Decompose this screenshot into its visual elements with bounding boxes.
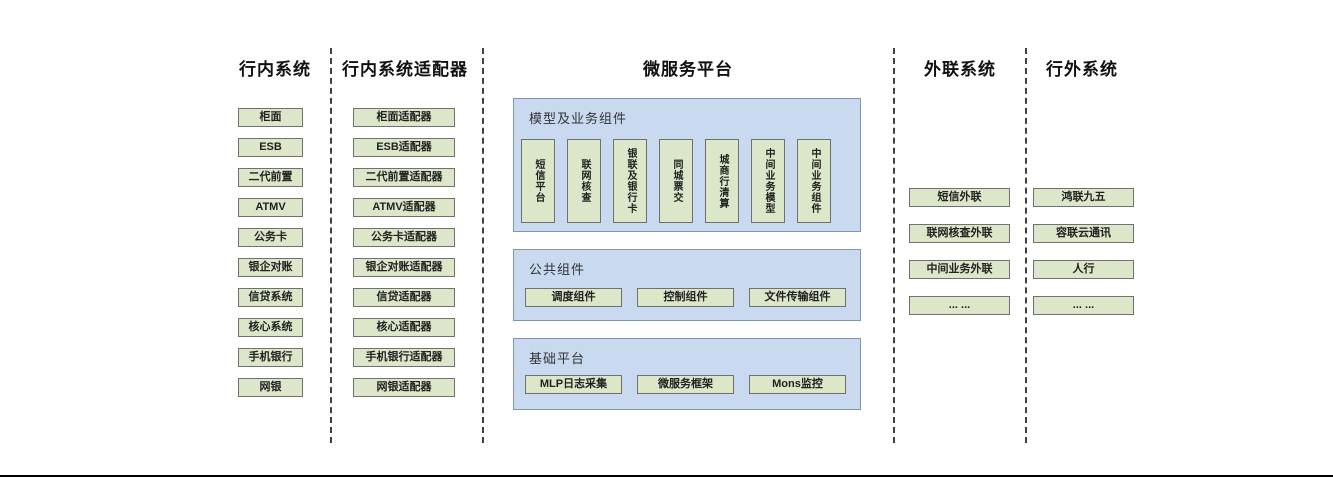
section-label: 基础平台 <box>529 351 586 366</box>
adapter-box: 银企对账适配器 <box>353 258 455 277</box>
section-label: 模型及业务组件 <box>529 111 628 126</box>
component-label: 银联及银行卡 <box>625 148 636 214</box>
component-label: 城商行清算 <box>717 153 728 209</box>
adapter-box: 柜面适配器 <box>353 108 455 127</box>
external-link-box: 联网核查外联 <box>909 224 1010 243</box>
column-divider <box>893 48 895 443</box>
component-box-vertical: 短信平台 <box>521 139 555 223</box>
column-divider <box>1025 48 1027 443</box>
component-label: 联网核查 <box>579 159 590 203</box>
external-link-box: 短信外联 <box>909 188 1010 207</box>
component-box-vertical: 中间业务组件 <box>797 139 831 223</box>
system-box: ESB <box>238 138 303 157</box>
component-label: 短信平台 <box>533 159 544 203</box>
system-box: 柜面 <box>238 108 303 127</box>
internal-systems-list: 柜面 ESB 二代前置 ATMV 公务卡 银企对账 信贷系统 核心系统 手机银行… <box>238 108 303 397</box>
component-box-vertical: 银联及银行卡 <box>613 139 647 223</box>
component-box: 微服务框架 <box>637 375 734 394</box>
external-link-box: 中间业务外联 <box>909 260 1010 279</box>
component-box-vertical: 中间业务模型 <box>751 139 785 223</box>
section-label: 公共组件 <box>529 262 586 277</box>
column-title-external-link-systems: 外联系统 <box>924 60 996 79</box>
adapter-box: 网银适配器 <box>353 378 455 397</box>
system-box: 核心系统 <box>238 318 303 337</box>
adapter-box: 手机银行适配器 <box>353 348 455 367</box>
outside-bank-list: 鸿联九五 容联云通讯 人行 ... ... <box>1033 188 1134 315</box>
component-box: 控制组件 <box>637 288 734 307</box>
component-label: 同城票交 <box>671 159 682 203</box>
component-box: MLP日志采集 <box>525 375 622 394</box>
column-title-microservice-platform: 微服务平台 <box>643 60 733 79</box>
section-model-business-components: 模型及业务组件 短信平台 联网核查 银联及银行卡 同城票交 城商行清算 中间业务… <box>513 98 861 232</box>
adapter-box: 信贷适配器 <box>353 288 455 307</box>
component-box: Mons监控 <box>749 375 846 394</box>
section-common-components: 公共组件 调度组件 控制组件 文件传输组件 <box>513 249 861 321</box>
component-box-vertical: 城商行清算 <box>705 139 739 223</box>
system-box: 二代前置 <box>238 168 303 187</box>
system-box: ATMV <box>238 198 303 217</box>
component-box: 调度组件 <box>525 288 622 307</box>
system-box: 公务卡 <box>238 228 303 247</box>
external-link-box: ... ... <box>909 296 1010 315</box>
outside-system-box: 鸿联九五 <box>1033 188 1134 207</box>
outside-system-box: 人行 <box>1033 260 1134 279</box>
outside-system-box: ... ... <box>1033 296 1134 315</box>
adapter-box: 核心适配器 <box>353 318 455 337</box>
system-box: 信贷系统 <box>238 288 303 307</box>
column-title-outside-bank-systems: 行外系统 <box>1046 60 1118 79</box>
column-divider <box>482 48 484 443</box>
adapter-box: ATMV适配器 <box>353 198 455 217</box>
baseline-rule <box>0 475 1333 477</box>
component-row: 调度组件 控制组件 文件传输组件 <box>525 288 846 307</box>
adapter-box: 公务卡适配器 <box>353 228 455 247</box>
component-row: 短信平台 联网核查 银联及银行卡 同城票交 城商行清算 中间业务模型 中间业务组… <box>521 139 831 223</box>
component-box-vertical: 联网核查 <box>567 139 601 223</box>
external-link-list: 短信外联 联网核查外联 中间业务外联 ... ... <box>909 188 1010 315</box>
system-box: 网银 <box>238 378 303 397</box>
column-title-internal-systems: 行内系统 <box>239 60 311 79</box>
component-box: 文件传输组件 <box>749 288 846 307</box>
system-box: 手机银行 <box>238 348 303 367</box>
adapter-box: 二代前置适配器 <box>353 168 455 187</box>
component-box-vertical: 同城票交 <box>659 139 693 223</box>
internal-adapters-list: 柜面适配器 ESB适配器 二代前置适配器 ATMV适配器 公务卡适配器 银企对账… <box>353 108 455 397</box>
component-label: 中间业务组件 <box>809 148 820 214</box>
adapter-box: ESB适配器 <box>353 138 455 157</box>
component-label: 中间业务模型 <box>763 148 774 214</box>
system-box: 银企对账 <box>238 258 303 277</box>
section-base-platform: 基础平台 MLP日志采集 微服务框架 Mons监控 <box>513 338 861 410</box>
outside-system-box: 容联云通讯 <box>1033 224 1134 243</box>
column-divider <box>330 48 332 443</box>
component-row: MLP日志采集 微服务框架 Mons监控 <box>525 375 846 394</box>
column-title-internal-adapters: 行内系统适配器 <box>342 60 468 79</box>
